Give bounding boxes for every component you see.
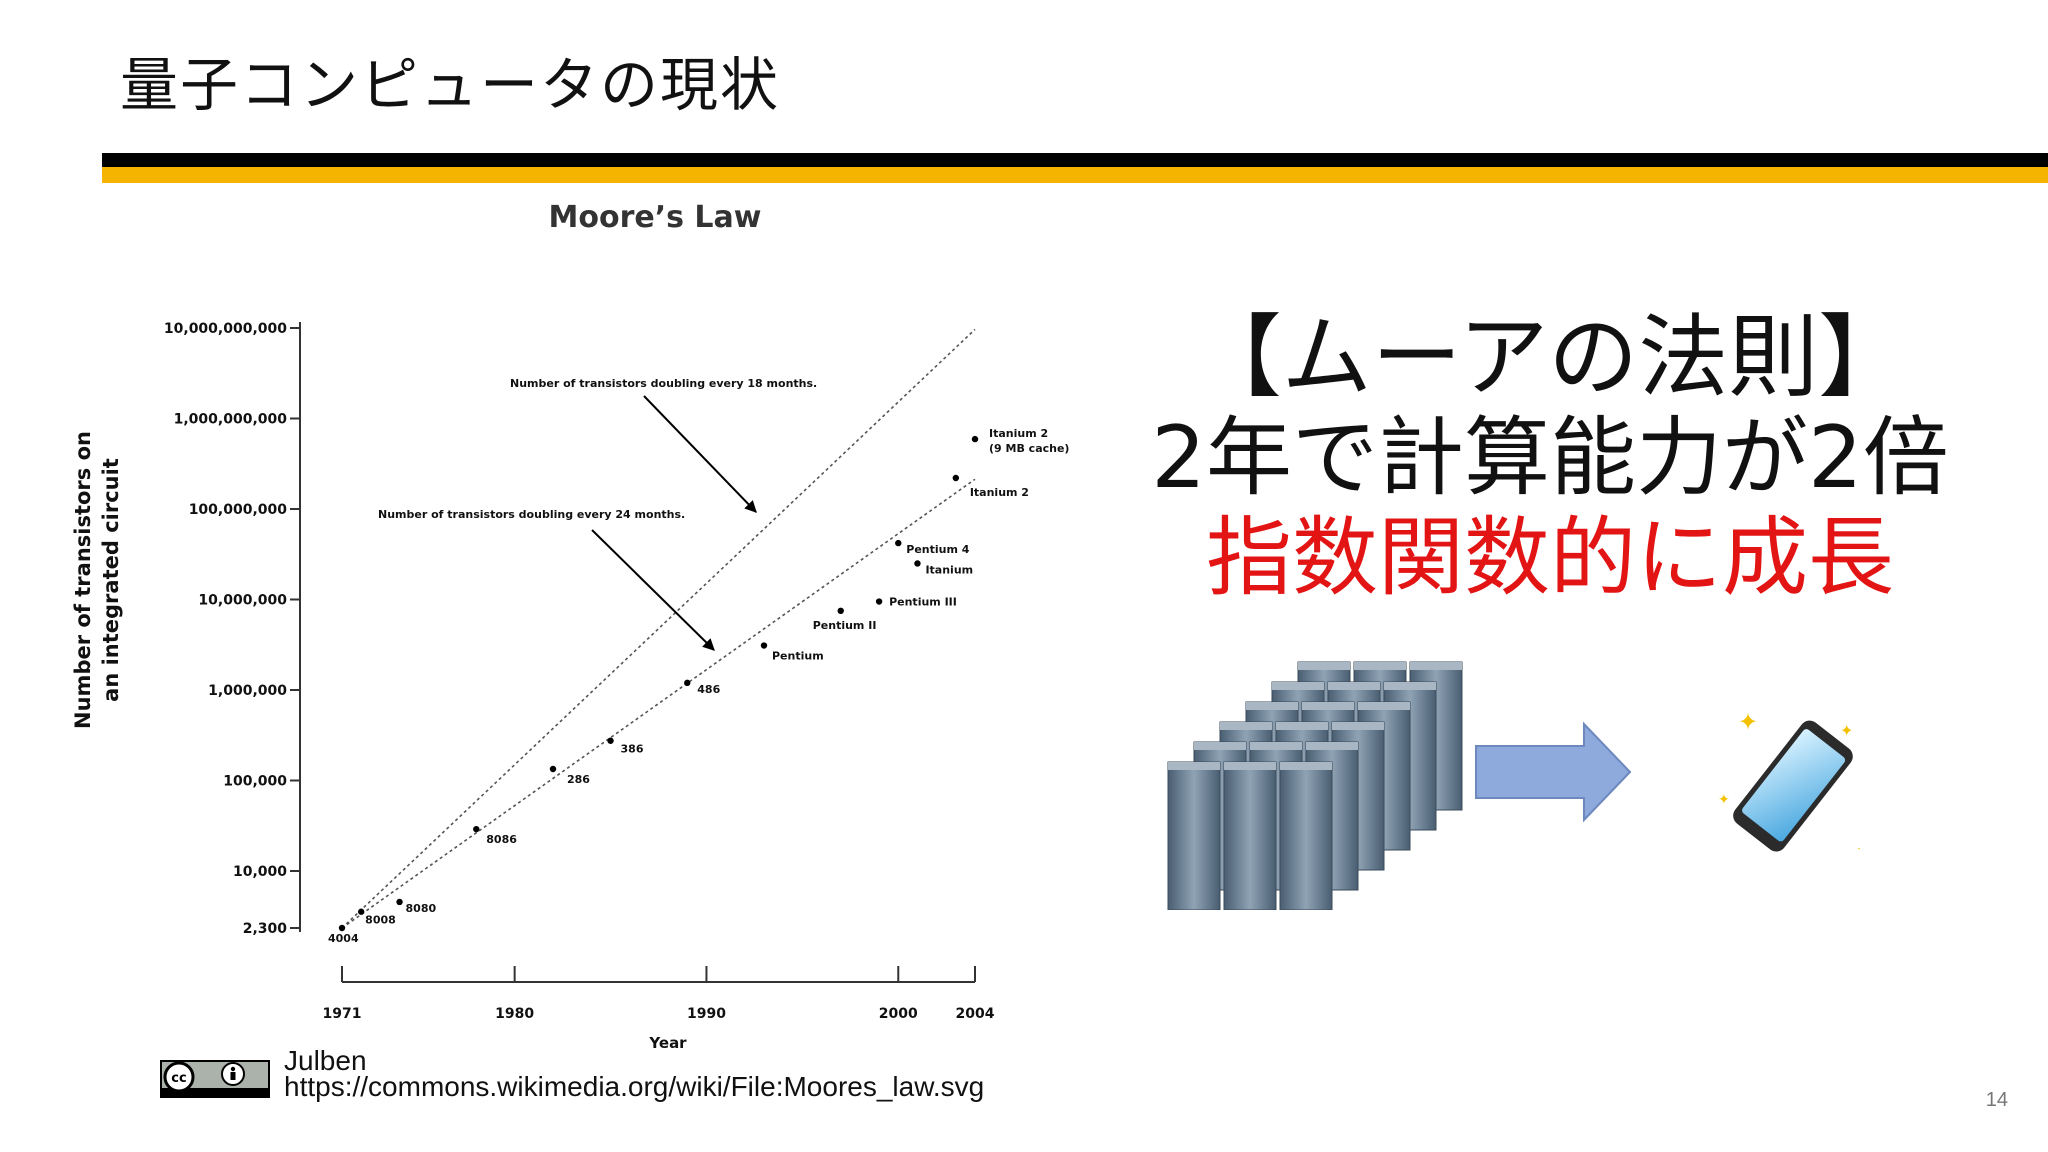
chart-point-label: 386 — [621, 743, 644, 756]
trend-label-18-months: Number of transistors doubling every 18 … — [510, 377, 817, 390]
server-rack-icon — [1167, 661, 1463, 910]
chart-y-tick-label: 10,000,000,000 — [164, 321, 287, 337]
header-rule-black — [102, 153, 2048, 167]
chart-point — [396, 898, 403, 906]
chart-y-tick-label: 10,000,000 — [198, 593, 287, 609]
svg-text:✦: ✦ — [1840, 721, 1853, 740]
chart-point — [971, 435, 979, 443]
chart-point-label: 8080 — [406, 902, 437, 915]
chart-point-label: Pentium — [772, 650, 824, 663]
chart-point — [607, 737, 614, 744]
moores-law-chart: 2,300 10,000 100,000 1,000,000 10,000,000 100… — [71, 321, 1069, 1052]
law-heading: 【ムーアの法則】 — [1191, 305, 1909, 410]
annotation-arrow — [643, 395, 757, 513]
chart-x-tick-label: 1980 — [495, 1006, 534, 1022]
chart-y-tick-label: 100,000,000 — [189, 502, 288, 518]
chart-point — [338, 924, 346, 932]
chart-y-tick-label: 1,000,000 — [208, 683, 287, 699]
chart-point-label: Itanium — [925, 563, 973, 576]
chart-point — [760, 642, 768, 649]
chart-point — [357, 908, 365, 915]
slide-title: 量子コンピュータの現状 — [120, 51, 781, 119]
smartphone-icon: ✦ ✦ ✦ ✦ — [1718, 708, 1860, 861]
trend-label-24-months: Number of transistors doubling every 24 … — [378, 508, 685, 521]
chart-point — [952, 474, 960, 482]
image-credit: Julben https://commons.wikimedia.org/wik… — [284, 1045, 985, 1102]
trend-line-18-months — [341, 328, 976, 929]
chart-point — [473, 825, 480, 833]
chart-x-tick-label: 2000 — [879, 1006, 918, 1022]
chart-y-tick-label: 1,000,000,000 — [174, 412, 288, 428]
chart-point-label: 486 — [697, 683, 720, 696]
trend-line-24-months — [341, 478, 976, 929]
svg-text:✦: ✦ — [1718, 792, 1730, 808]
chart-ylabel-line1: Number of transistors on — [71, 431, 95, 729]
chart-point-label: 8086 — [486, 833, 517, 846]
chart-point-label: Pentium 4 — [906, 543, 970, 556]
chart-point — [914, 560, 921, 567]
chart-point — [684, 679, 691, 687]
credit-author: Julben — [284, 1045, 367, 1076]
chart-y-tick-label: 100,000 — [223, 774, 287, 790]
right-arrow-icon — [1475, 721, 1632, 823]
chart-y-tick-label: 2,300 — [243, 921, 288, 937]
chart-point-label: Pentium III — [889, 596, 957, 609]
law-doubling-text: 2年で計算能力が2倍 — [1151, 408, 1949, 508]
svg-text:✦: ✦ — [1738, 708, 1758, 736]
chart-point-label: 8008 — [365, 914, 396, 927]
chart-point-label: Itanium 2 — [970, 486, 1029, 499]
chart-point-label: Pentium II — [813, 619, 877, 632]
chart-point-label: Itanium 2 — [989, 427, 1048, 440]
chart-ylabel-line2: an integrated circuit — [99, 458, 123, 702]
supercomputer-to-smartphone-illustration: ✦ ✦ ✦ ✦ — [1167, 661, 1860, 910]
moores-law-summary: 【ムーアの法則】 2年で計算能力が2倍 指数関数的に成長 — [1080, 305, 2020, 609]
annotation-arrow — [591, 529, 715, 651]
chart-point-label: 4004 — [328, 932, 359, 945]
header-rule-gold — [102, 167, 2048, 183]
chart-x-tick-label: 1990 — [687, 1006, 726, 1022]
svg-text:cc: cc — [171, 1071, 186, 1086]
chart-x-tick-label: 2004 — [956, 1006, 995, 1022]
credit-url[interactable]: https://commons.wikimedia.org/wiki/File:… — [284, 1071, 985, 1102]
chart-point — [895, 539, 902, 547]
cc-by-icon: cc — [160, 1060, 270, 1098]
chart-x-tick-label: 1971 — [323, 1006, 362, 1022]
chart-xlabel: Year — [648, 1034, 687, 1052]
law-exponential-text: 指数関数的に成長 — [1206, 508, 1894, 608]
chart-title: Moore’s Law — [548, 200, 762, 235]
chart-y-tick-label: 10,000 — [233, 864, 287, 880]
chart-point — [549, 765, 557, 773]
page-number: 14 — [1985, 1089, 2008, 1111]
svg-text:✦: ✦ — [1856, 837, 1860, 861]
chart-point-label: (9 MB cache) — [989, 442, 1069, 455]
chart-point — [875, 598, 883, 605]
chart-point-label: 286 — [567, 773, 590, 786]
chart-point — [837, 607, 844, 615]
